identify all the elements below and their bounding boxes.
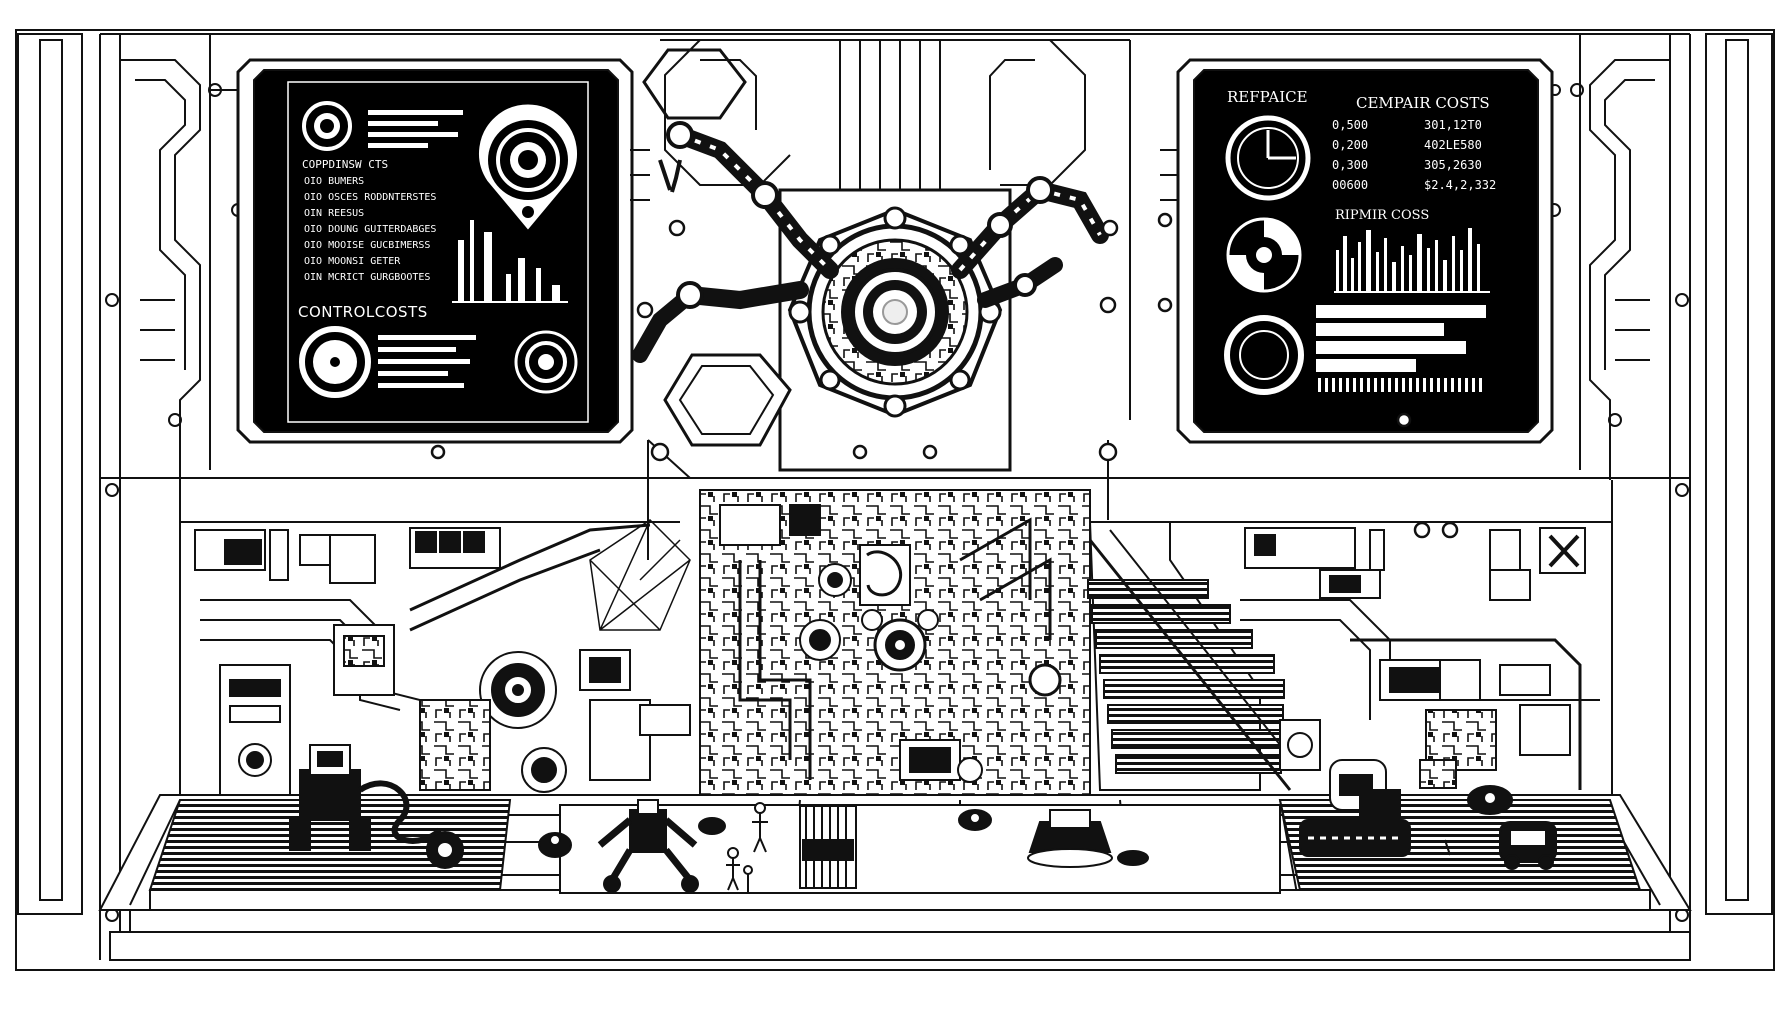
right-panel-header: CEMPAIR COSTS	[1356, 94, 1490, 112]
mid-divider	[100, 477, 1690, 800]
left-panel-item: OIO BUMERS	[304, 176, 365, 187]
machinery-centre	[699, 489, 1091, 796]
right-panel-row-value: $2.4,2,332	[1424, 178, 1497, 192]
floor-robots	[289, 744, 1557, 893]
right-panel-subheader: RIPMIR COSS	[1335, 208, 1430, 223]
left-panel-item: OIO MOOISE GUCBIMERSS	[304, 240, 431, 251]
reactor-core	[642, 48, 1012, 472]
right-panel-row-value: 301,12T0	[1424, 118, 1482, 132]
robot-arm-left	[632, 121, 839, 363]
right-panel-row-value: 402LE580	[1424, 138, 1482, 152]
left-panel-subtitle: CONTROLCOSTS	[298, 303, 428, 321]
right-panel-row-key: 0,500	[1332, 118, 1369, 132]
right-panel-label: REFPAICE	[1227, 88, 1308, 106]
right-side-circuitry	[1547, 59, 1689, 922]
junction-nodes	[430, 212, 1459, 539]
robot-arm-right	[951, 176, 1109, 308]
right-panel-row-value: 305,2630	[1424, 158, 1482, 172]
left-panel-item: OIO MOONSI GETER	[304, 256, 401, 267]
left-panel-title: COPPDINSW CTS	[302, 158, 389, 171]
machinery-right	[1240, 527, 1600, 790]
left-dashboard-graphics	[299, 101, 578, 398]
machinery-left	[194, 519, 691, 796]
right-panel-row-key: 00600	[1332, 178, 1369, 192]
left-panel-item: OIN REESUS	[304, 208, 365, 219]
right-panel-row-key: 0,200	[1332, 138, 1369, 152]
outer-frame	[15, 29, 1775, 971]
left-side-circuitry	[105, 59, 270, 922]
left-panel-item: OIO DOUNG GUITERDABGES	[304, 224, 437, 235]
left-panel-item: OIO OSCES RODDNTERSTES	[304, 192, 437, 203]
right-panel-row-key: 0,300	[1332, 158, 1369, 172]
left-panel-item: OIN MCRICT GURGBOOTES	[304, 272, 431, 283]
staircase	[1087, 521, 1301, 791]
right-dashboard-graphics	[1224, 115, 1490, 395]
